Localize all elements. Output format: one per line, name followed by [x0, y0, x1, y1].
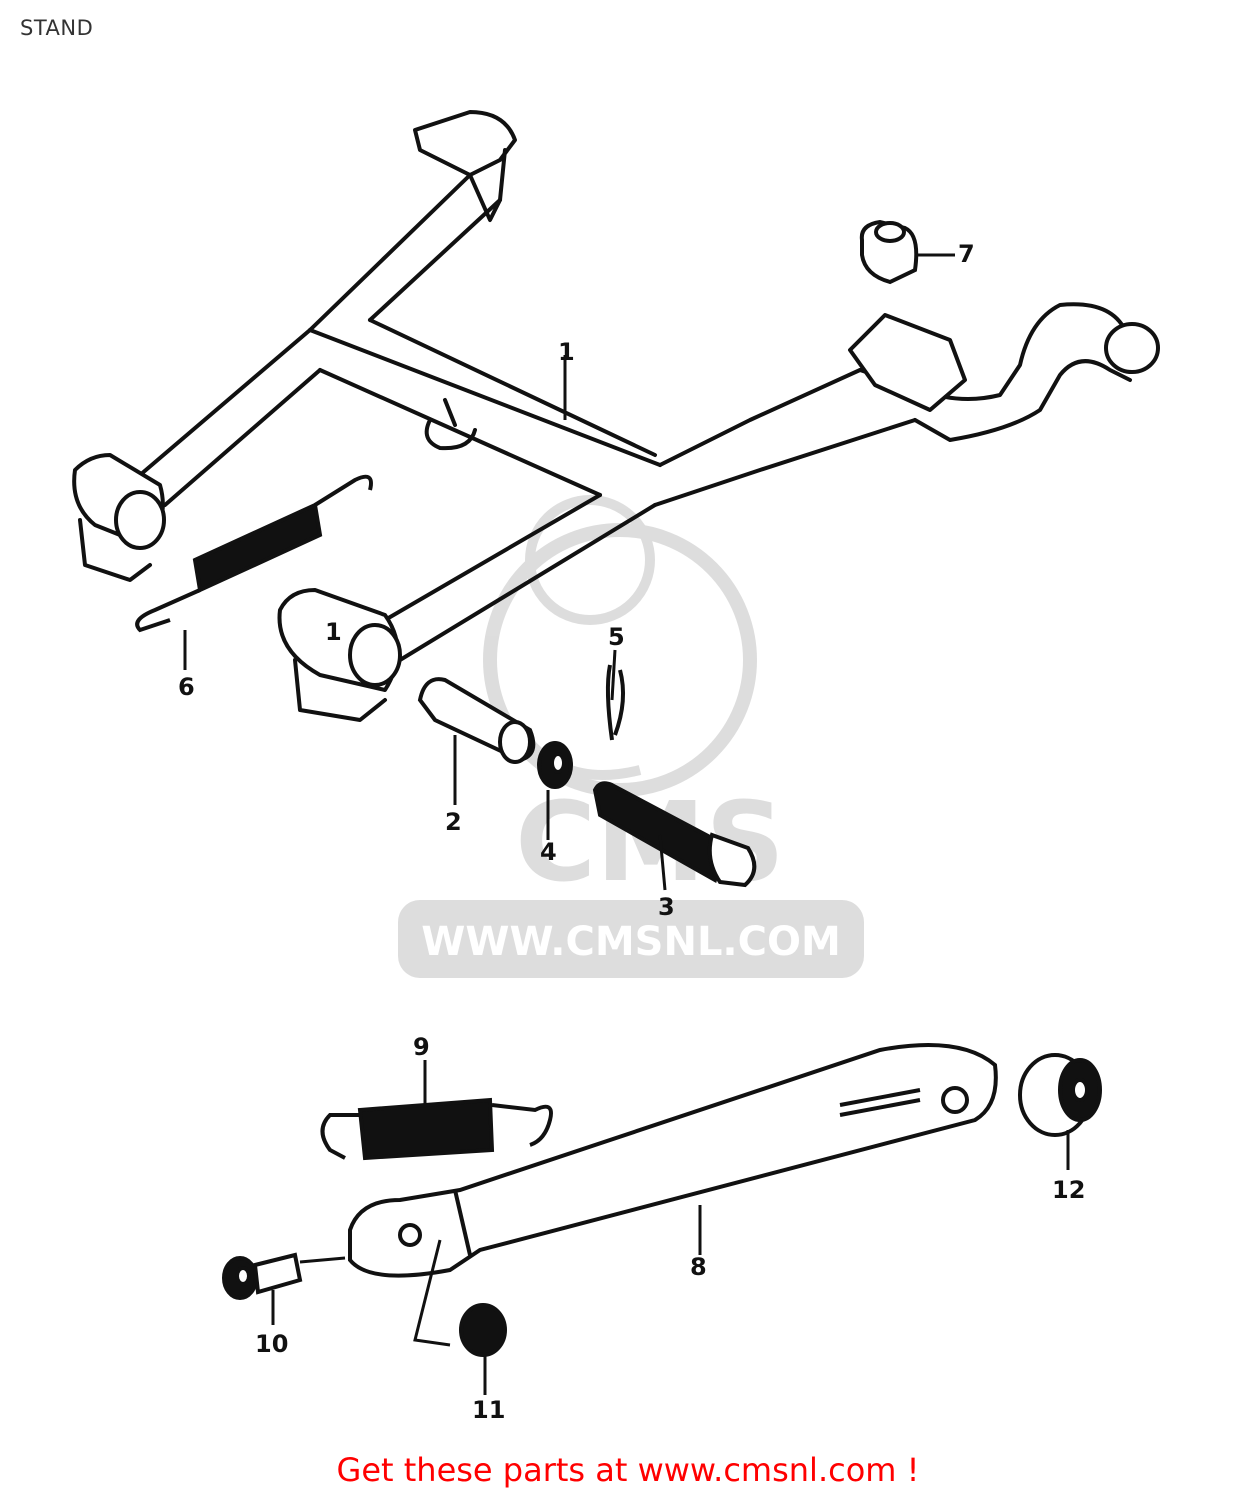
callout-11: 11	[472, 1396, 505, 1424]
callout-3: 3	[658, 893, 675, 921]
side-stand-8	[348, 1043, 998, 1278]
get-parts-link[interactable]: Get these parts at www.cmsnl.com !	[336, 1451, 920, 1489]
pivot-pipe-2	[417, 677, 536, 764]
leader-lines	[183, 253, 1070, 1395]
spring-6	[135, 474, 373, 633]
callout-1b: 1	[325, 618, 342, 646]
callout-7: 7	[958, 240, 975, 268]
washer-4	[537, 741, 573, 789]
bolt-10	[222, 1252, 303, 1300]
callout-4: 4	[540, 838, 557, 866]
callout-10: 10	[255, 1330, 288, 1358]
cotter-pin-5	[605, 664, 625, 741]
callouts: 1 1 2 3 4 5 6 7 8 9 10 11 12	[178, 240, 1085, 1424]
page-title: STAND	[20, 16, 94, 40]
callout-5: 5	[608, 623, 625, 651]
spring-9	[320, 1097, 553, 1161]
callout-2: 2	[445, 808, 462, 836]
bolt-3	[592, 781, 757, 888]
bushing-12	[1018, 1053, 1102, 1137]
callout-1: 1	[558, 338, 575, 366]
stopper-7	[859, 219, 919, 285]
callout-6: 6	[178, 673, 195, 701]
center-stand	[72, 110, 1160, 722]
watermark-text: WWW.CMSNL.COM	[421, 919, 841, 965]
callout-9: 9	[413, 1033, 430, 1061]
parts-diagram: CMS WWW.CMSNL.COM	[72, 110, 1160, 1424]
callout-12: 12	[1052, 1176, 1085, 1204]
callout-8: 8	[690, 1253, 707, 1281]
nut-11	[459, 1303, 507, 1357]
